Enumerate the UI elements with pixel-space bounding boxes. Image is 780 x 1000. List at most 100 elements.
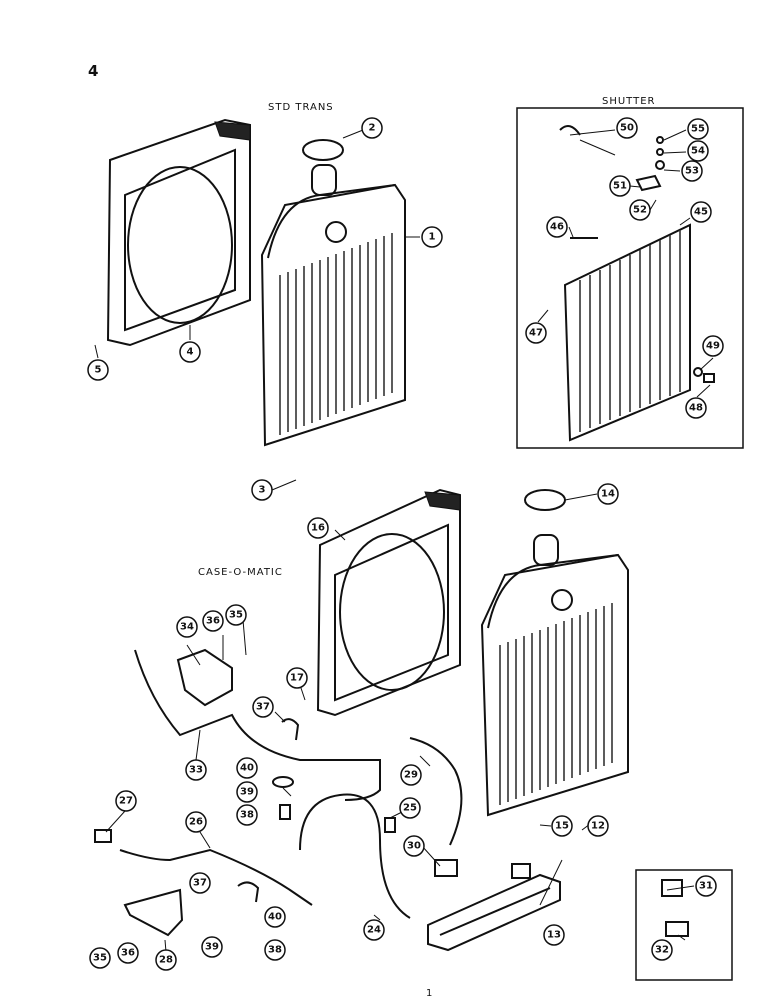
callout-35-lower: 35 [89,947,111,969]
svg-text:39: 39 [240,787,254,798]
svg-text:27: 27 [119,796,133,807]
callout-50: 50 [616,117,638,139]
svg-text:31: 31 [699,881,713,892]
svg-text:16: 16 [311,523,325,534]
svg-text:50: 50 [620,123,634,134]
callout-36-lower: 36 [117,942,139,964]
bracket-28 [123,888,184,937]
svg-text:53: 53 [685,166,699,177]
callout-29: 29 [400,764,422,786]
callout-40-lower: 40 [264,906,286,928]
callout-27: 27 [115,790,137,812]
svg-text:47: 47 [529,328,543,339]
svg-text:55: 55 [691,124,705,135]
svg-text:46: 46 [550,222,564,233]
com-radiator-cap [524,489,566,511]
callout-25: 25 [399,797,421,819]
callout-55: 55 [687,118,709,140]
svg-text:36: 36 [121,948,135,959]
callout-30: 30 [403,835,425,857]
callout-3: 3 [251,479,273,501]
svg-text:33: 33 [189,765,203,776]
callout-36-upper: 36 [202,610,224,632]
oil-cooler [427,863,561,952]
svg-text:40: 40 [240,763,254,774]
svg-text:40: 40 [268,912,282,923]
callout-45: 45 [690,201,712,223]
fitting-27 [94,829,112,843]
svg-text:35: 35 [229,610,243,621]
com-radiator [480,534,629,817]
callout-51: 51 [609,175,631,197]
fitting-32 [665,921,689,937]
page-number: 4 [88,62,98,80]
clamp-37-upper [281,718,300,741]
radiator-cap [302,139,344,161]
svg-text:3: 3 [259,485,266,496]
callout-37-lower: 37 [189,872,211,894]
callout-32: 32 [651,939,673,961]
callout-54: 54 [687,140,709,162]
callout-14: 14 [597,483,619,505]
callout-17: 17 [286,667,308,689]
svg-text:35: 35 [93,953,107,964]
callout-2: 2 [361,117,383,139]
svg-text:49: 49 [706,341,720,352]
bracket-34 [176,648,233,707]
callout-49: 49 [702,335,724,357]
bolt-38 [279,804,291,820]
callout-24: 24 [363,919,385,941]
svg-text:13: 13 [547,930,561,941]
callout-38-lower: 38 [264,939,286,961]
callout-34: 34 [176,616,198,638]
callout-28: 28 [155,949,177,971]
svg-text:52: 52 [633,205,647,216]
svg-text:12: 12 [591,821,605,832]
std-fan-shroud [106,118,251,347]
callout-15: 15 [551,815,573,837]
svg-text:34: 34 [180,622,194,633]
callout-52: 52 [629,199,651,221]
svg-text:28: 28 [159,955,173,966]
callout-1: 1 [421,226,443,248]
svg-text:38: 38 [240,810,254,821]
callout-26: 26 [185,811,207,833]
svg-text:25: 25 [403,803,417,814]
std-trans-label: STD TRANS [268,102,334,113]
svg-text:30: 30 [407,841,421,852]
svg-text:26: 26 [189,817,203,828]
svg-text:5: 5 [95,365,102,376]
svg-text:15: 15 [555,821,569,832]
callout-4: 4 [179,341,201,363]
fitting-inset-frame [635,869,733,981]
callout-5: 5 [87,359,109,381]
callout-31: 31 [695,875,717,897]
svg-text:51: 51 [613,181,627,192]
svg-text:54: 54 [691,146,705,157]
callout-53: 53 [681,160,703,182]
case-o-matic-label: CASE-O-MATIC [198,567,283,578]
callout-13: 13 [543,924,565,946]
com-fan-shroud [316,488,461,717]
svg-text:1: 1 [429,232,436,243]
svg-text:39: 39 [205,942,219,953]
callout-39-lower: 39 [201,936,223,958]
svg-text:29: 29 [404,770,418,781]
svg-text:37: 37 [256,702,270,713]
callout-35-upper: 35 [225,604,247,626]
svg-text:37: 37 [193,878,207,889]
std-radiator [260,164,406,447]
shutter-assembly [559,125,715,442]
callout-46: 46 [546,216,568,238]
callout-48: 48 [685,397,707,419]
hose-24 [299,793,411,919]
svg-text:4: 4 [187,347,194,358]
svg-text:32: 32 [655,945,669,956]
hose-29 [409,737,463,846]
oil-line-26 [119,848,313,906]
callout-40-upper: 40 [236,757,258,779]
fitting-25 [384,817,396,833]
callout-12: 12 [587,815,609,837]
svg-text:45: 45 [694,207,708,218]
